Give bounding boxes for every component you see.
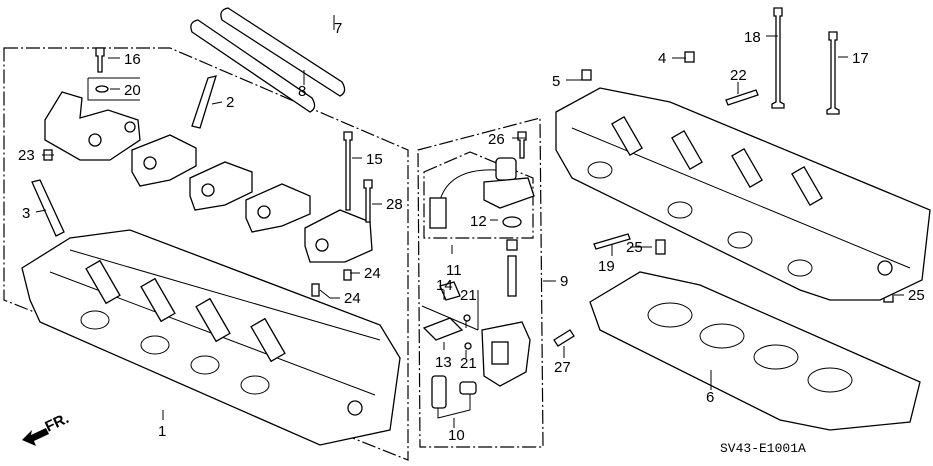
callout-25a[interactable]: 25: [626, 239, 643, 256]
callout-10[interactable]: 10: [448, 427, 465, 444]
callout-20[interactable]: 20: [124, 82, 141, 99]
callout-28[interactable]: 28: [386, 196, 403, 213]
diagram-code: SV43-E1001A: [720, 441, 806, 456]
gasket-10a[interactable]: [431, 375, 447, 409]
sensor-divider: [421, 290, 479, 331]
callout-7[interactable]: 7: [334, 20, 342, 37]
head-bolt-18[interactable]: [771, 7, 785, 109]
stud-bolt-19[interactable]: [593, 233, 631, 250]
callout-14[interactable]: 14: [436, 277, 453, 294]
callout-6[interactable]: 6: [706, 389, 714, 406]
dowel-pin-25a[interactable]: [655, 239, 666, 255]
callout-26[interactable]: 26: [488, 131, 505, 148]
callout-21b[interactable]: 21: [460, 355, 477, 372]
front-direction-label: FR.: [43, 410, 72, 436]
bolt-15[interactable]: [343, 131, 353, 211]
callout-18[interactable]: 18: [744, 29, 761, 46]
callout-9[interactable]: 9: [560, 273, 568, 290]
head-gasket-6[interactable]: [589, 271, 921, 431]
gasket-10b[interactable]: [459, 381, 477, 395]
callout-27[interactable]: 27: [554, 359, 571, 376]
rocker-arm-assembly-2[interactable]: [131, 134, 197, 187]
callout-22[interactable]: 22: [730, 67, 747, 84]
callout-3[interactable]: 3: [22, 205, 30, 222]
rocker-shaft-pin-2[interactable]: [191, 75, 217, 129]
callout-16[interactable]: 16: [124, 51, 141, 68]
cylinder-head-right[interactable]: [555, 87, 931, 301]
callout-4[interactable]: 4: [658, 50, 666, 67]
callout-12[interactable]: 12: [470, 213, 487, 230]
callout-11[interactable]: 11: [446, 262, 462, 279]
leader-lines: [35, 15, 904, 428]
rocker-shaft-pin-3[interactable]: [31, 179, 65, 237]
washer-21a[interactable]: [463, 314, 471, 322]
callout-1[interactable]: 1: [158, 423, 166, 440]
callout-2[interactable]: 2: [226, 94, 234, 111]
o-ring-12[interactable]: [502, 216, 522, 228]
group-boundary-spool-valve: [417, 117, 544, 448]
rocker-shaft-7[interactable]: [220, 7, 346, 97]
dowel-pin-24b[interactable]: [311, 283, 320, 297]
callout-15[interactable]: 15: [366, 151, 383, 168]
callout-19[interactable]: 19: [598, 258, 615, 275]
callout-24a[interactable]: 24: [364, 265, 381, 282]
bolt-28[interactable]: [363, 179, 373, 223]
callout-25b[interactable]: 25: [908, 287, 925, 304]
washer-20-bracket: [87, 77, 140, 101]
front-arrow-icon: [22, 428, 49, 446]
callout-13[interactable]: 13: [435, 354, 452, 371]
callout-24b[interactable]: 24: [344, 290, 361, 307]
bolt-27[interactable]: [553, 329, 575, 347]
group-boundary-left: [3, 47, 409, 461]
plug-4[interactable]: [684, 51, 695, 63]
front-direction-indicator: FR.: [22, 410, 72, 446]
sensor-13[interactable]: [422, 317, 464, 341]
callout-23[interactable]: 23: [18, 147, 35, 164]
bolt-16[interactable]: [95, 47, 105, 73]
rocker-shaft-8[interactable]: [190, 19, 316, 113]
group-boundary-solenoid: [423, 151, 534, 239]
callout-21a[interactable]: 21: [460, 287, 477, 304]
dowel-pin-24a[interactable]: [343, 269, 352, 281]
stud-bolt-22[interactable]: [725, 89, 759, 106]
washer-21b[interactable]: [464, 342, 472, 350]
spool-valve-9[interactable]: [481, 239, 531, 387]
vtec-solenoid-11[interactable]: [429, 157, 535, 229]
callout-8[interactable]: 8: [298, 83, 306, 100]
callout-labels: 1 2 3 4 5 6 7 8 9 10 11 12 13 14 15 16 1…: [18, 20, 925, 444]
rocker-arm-assembly-5[interactable]: [304, 209, 373, 263]
rocker-arm-assembly-1[interactable]: [44, 91, 141, 161]
head-bolt-17[interactable]: [826, 31, 840, 115]
gasket-10-bracket: [437, 394, 471, 419]
callout-17[interactable]: 17: [852, 50, 869, 67]
washer-20[interactable]: [95, 85, 109, 93]
callout-5[interactable]: 5: [552, 73, 560, 90]
rocker-arm-assembly-3[interactable]: [189, 161, 253, 211]
bolt-26[interactable]: [517, 131, 527, 159]
cylinder-head-left[interactable]: [21, 229, 401, 446]
plug-5[interactable]: [581, 69, 592, 81]
rocker-arm-assembly-4[interactable]: [245, 183, 311, 233]
